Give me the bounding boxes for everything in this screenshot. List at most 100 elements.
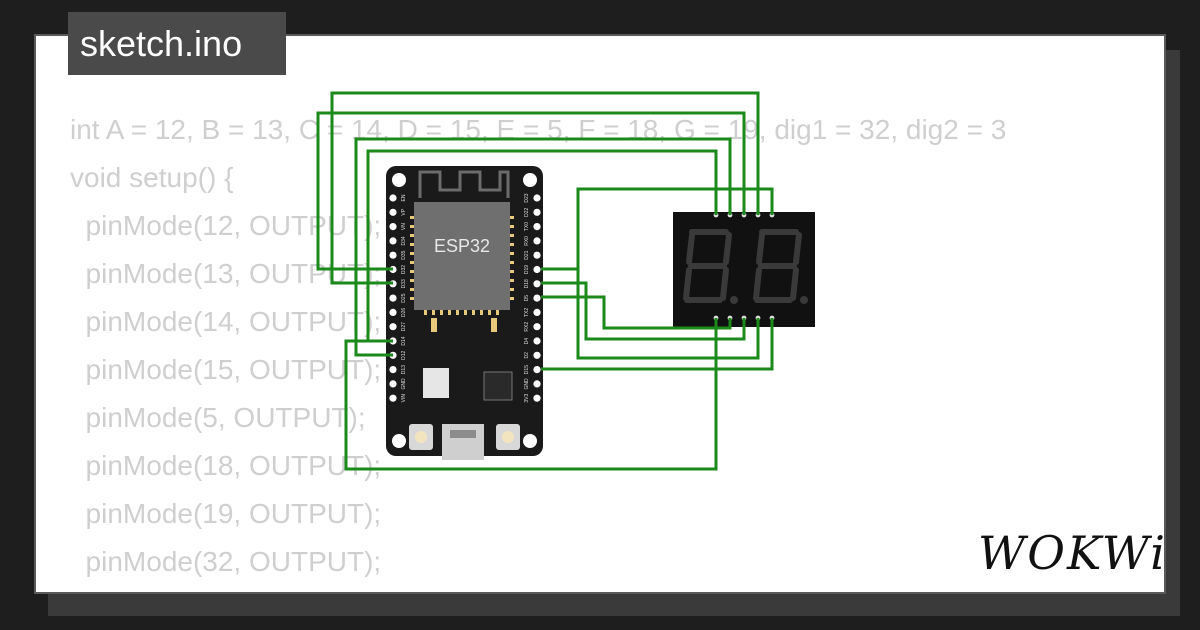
pin-label: RX0 bbox=[524, 236, 530, 246]
pin-hole[interactable] bbox=[533, 394, 541, 402]
mount-hole bbox=[523, 434, 537, 448]
pin-label: D35 bbox=[401, 250, 407, 259]
right-pin-header: D23D22TX0RX0D21D19D18D5TX2RX2D4D2D15GND3… bbox=[524, 193, 541, 403]
esp32-board[interactable]: ESP32 ENVPVND34D35D32D33D25D26D27D14D12D… bbox=[386, 166, 543, 460]
pin-label: GND bbox=[401, 378, 407, 390]
chip-pad bbox=[510, 234, 514, 237]
wire[interactable] bbox=[541, 267, 760, 360]
wokwi-logo: WOKWi bbox=[978, 526, 1167, 580]
chip-pad bbox=[410, 297, 414, 300]
code-editor: int A = 12, B = 13, C = 14, D = 15, E = … bbox=[70, 106, 1006, 592]
segment bbox=[720, 267, 729, 301]
pin-hole[interactable] bbox=[389, 294, 397, 302]
pin-label: EN bbox=[401, 194, 407, 201]
pin-label: D21 bbox=[524, 250, 530, 259]
pin-hole[interactable] bbox=[533, 323, 541, 331]
usb-slot bbox=[450, 430, 476, 438]
segment bbox=[723, 232, 732, 265]
chip-pad bbox=[510, 216, 514, 219]
pin-hole[interactable] bbox=[533, 237, 541, 245]
pin-hole[interactable] bbox=[389, 208, 397, 216]
chip-pad bbox=[510, 270, 514, 273]
pin-hole[interactable] bbox=[389, 380, 397, 388]
wire[interactable] bbox=[541, 318, 774, 371]
code-line: pinMode(15, OUTPUT); bbox=[70, 354, 382, 385]
usb-port bbox=[442, 424, 484, 460]
chip-pad bbox=[488, 310, 491, 315]
component bbox=[491, 318, 497, 332]
wire[interactable] bbox=[541, 281, 746, 341]
pin-hole[interactable] bbox=[533, 223, 541, 231]
file-tab[interactable]: sketch.ino bbox=[68, 12, 286, 75]
mount-hole bbox=[392, 434, 406, 448]
chip-pads bbox=[410, 216, 514, 315]
chip-pad bbox=[410, 288, 414, 291]
wires bbox=[316, 91, 774, 471]
mount-hole bbox=[523, 173, 537, 187]
code-line: pinMode(5, OUTPUT); bbox=[70, 402, 366, 433]
wire[interactable] bbox=[354, 137, 732, 357]
pin-hole[interactable] bbox=[389, 251, 397, 259]
pin-hole[interactable] bbox=[389, 308, 397, 316]
chip-pad bbox=[464, 310, 467, 315]
pin-label: D18 bbox=[524, 279, 530, 288]
pin-label: D23 bbox=[524, 193, 530, 202]
seven-segment-display[interactable] bbox=[673, 212, 815, 327]
pin-hole[interactable] bbox=[533, 265, 541, 274]
pin-hole[interactable] bbox=[533, 294, 541, 302]
left-pin-header: ENVPVND34D35D32D33D25D26D27D14D12D13GNDV… bbox=[389, 194, 407, 402]
file-tab-label: sketch.ino bbox=[80, 23, 243, 64]
pin-hole[interactable] bbox=[533, 380, 541, 388]
pin-hole[interactable] bbox=[533, 251, 541, 259]
decimal-point bbox=[800, 296, 808, 304]
pin-label: GND bbox=[524, 378, 530, 390]
pin-label: 3V3 bbox=[524, 394, 530, 403]
decimal-point bbox=[730, 296, 738, 304]
pin-hole[interactable] bbox=[533, 337, 541, 345]
code-line: pinMode(18, OUTPUT); bbox=[70, 450, 382, 481]
pin-label: D22 bbox=[524, 208, 530, 217]
pin-hole[interactable] bbox=[533, 366, 541, 374]
pin-label: D13 bbox=[401, 365, 407, 374]
chip-pad bbox=[510, 243, 514, 246]
pin-label: D4 bbox=[524, 338, 530, 345]
chip-pad bbox=[410, 216, 414, 219]
antenna bbox=[418, 170, 510, 198]
pin-hole[interactable] bbox=[389, 237, 397, 245]
pin-hole[interactable] bbox=[533, 280, 541, 288]
pin-hole[interactable] bbox=[389, 366, 397, 374]
code-line: pinMode(19, OUTPUT); bbox=[70, 498, 382, 529]
button-cap bbox=[415, 431, 427, 443]
pin-hole[interactable] bbox=[389, 394, 397, 402]
pin-label: VIN bbox=[401, 394, 407, 403]
pin-label: D12 bbox=[401, 351, 407, 360]
pin-hole[interactable] bbox=[389, 223, 397, 231]
segment bbox=[686, 232, 695, 265]
chip-pad bbox=[424, 310, 427, 315]
pin-hole[interactable] bbox=[533, 208, 541, 216]
pin-hole[interactable] bbox=[389, 323, 397, 331]
pin-label: TX2 bbox=[524, 308, 530, 317]
pin-label: D15 bbox=[524, 365, 530, 374]
usb-chip bbox=[483, 371, 513, 401]
display-digits bbox=[683, 229, 808, 304]
chip-pad bbox=[410, 270, 414, 273]
pin-label: D2 bbox=[524, 352, 530, 359]
chip-pad bbox=[480, 310, 483, 315]
wire[interactable] bbox=[344, 318, 718, 471]
pin-hole[interactable] bbox=[533, 194, 541, 202]
pin-hole[interactable] bbox=[533, 351, 541, 359]
wire[interactable] bbox=[330, 91, 760, 285]
chip-pad bbox=[510, 261, 514, 264]
component bbox=[431, 318, 437, 332]
pin-hole[interactable] bbox=[389, 194, 397, 202]
pin-label: RX2 bbox=[524, 322, 530, 332]
wire[interactable] bbox=[316, 111, 746, 271]
chip-pad bbox=[410, 279, 414, 282]
pin-hole[interactable] bbox=[533, 308, 541, 316]
chip-pad bbox=[510, 297, 514, 300]
wire[interactable] bbox=[541, 295, 732, 330]
chip-pad bbox=[510, 279, 514, 282]
esp32-module bbox=[414, 202, 510, 310]
